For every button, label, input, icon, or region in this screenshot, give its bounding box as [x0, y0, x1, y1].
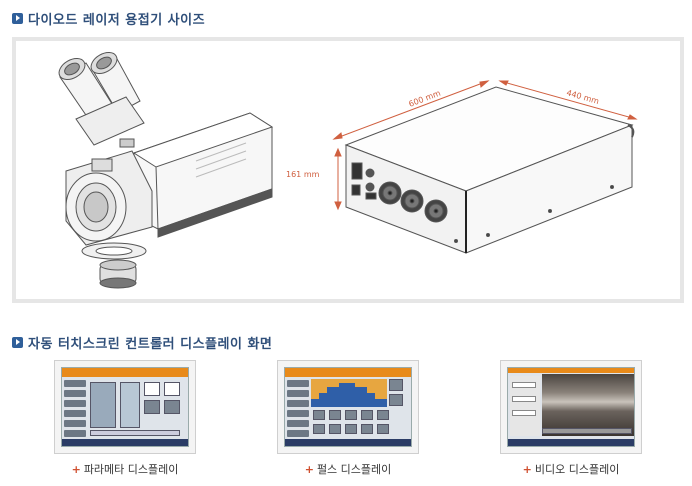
video-display-thumbnail[interactable] — [500, 360, 642, 454]
dimension-width-label: 600 mm — [407, 88, 442, 108]
video-display-caption: +비디오 디스플레이 — [522, 463, 620, 476]
section-title-display: 자동 터치스크린 컨트롤러 디스플레이 화면 — [12, 333, 273, 352]
parameter-display-thumbnail[interactable] — [54, 360, 196, 454]
dimension-height-label: 161 mm — [286, 170, 320, 179]
parameter-display-caption: +파라메타 디스플레이 — [71, 463, 179, 476]
pulse-display-screen — [284, 367, 412, 447]
section-title-display-text: 자동 터치스크린 컨트롤러 디스플레이 화면 — [28, 336, 273, 352]
dimension-lines — [332, 80, 638, 211]
size-diagram: 600 mm 440 mm 161 mm — [12, 37, 684, 303]
section-title-size: 다이오드 레이저 용접기 사이즈 — [12, 9, 206, 28]
plus-icon: + — [71, 463, 81, 476]
pulse-display-caption: +펄스 디스플레이 — [304, 463, 392, 476]
controller-box-illustration — [344, 86, 635, 254]
welding-head-illustration — [58, 52, 274, 289]
dimension-depth-label: 440 mm — [565, 88, 600, 106]
eyepiece-right — [90, 52, 141, 114]
arrow-right-icon — [12, 336, 23, 348]
arrow-right-icon — [12, 12, 23, 24]
pulse-display-thumbnail[interactable] — [277, 360, 419, 454]
fan-2 — [400, 189, 424, 213]
video-display-screen — [507, 367, 635, 447]
eyepiece-left — [58, 58, 115, 122]
parameter-display-screen — [61, 367, 189, 447]
section-title-size-text: 다이오드 레이저 용접기 사이즈 — [28, 12, 206, 28]
fan-1 — [378, 181, 402, 205]
plus-icon: + — [304, 463, 314, 476]
device-illustration: 600 mm 440 mm 161 mm — [58, 52, 638, 289]
plus-icon: + — [522, 463, 532, 476]
fan-3 — [424, 199, 448, 223]
